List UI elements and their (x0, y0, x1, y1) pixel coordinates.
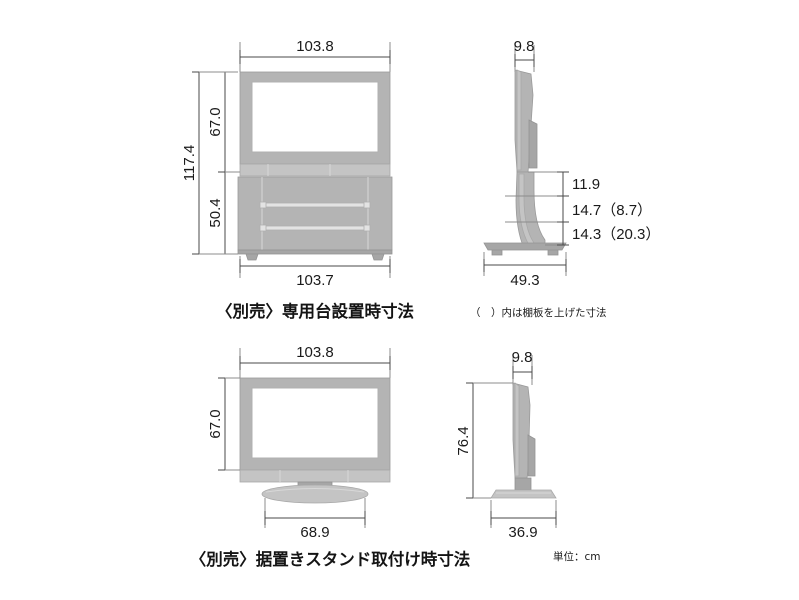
f4-total-height-label: 76.4 (455, 426, 472, 455)
f1-upper-height-dimension: 67.0 (207, 71, 232, 173)
f2-top-depth-dimension: 9.8 (514, 38, 535, 72)
f2-base-depth-dimension: 49.3 (483, 252, 567, 289)
tv-rear-bulge-2 (527, 434, 536, 477)
f4-base-depth-label: 36.9 (508, 524, 537, 541)
f3-top-width-label: 103.8 (296, 344, 334, 361)
f1-top-width-label: 103.8 (296, 38, 334, 55)
f3-top-width-dimension: 103.8 (239, 344, 391, 378)
f1-lower-height-label: 50.4 (207, 198, 224, 227)
stand-base-front (261, 484, 369, 504)
tv-panel-side-edge (516, 69, 522, 171)
figure-cabinet-side: 9.8 (470, 38, 660, 319)
f1-caption: 〈別売〉専用台設置時寸法 (216, 301, 414, 321)
tv-screen-front-2 (251, 387, 379, 459)
f1-bottom-width-label: 103.7 (296, 272, 334, 289)
cabinet-shelf-upper (259, 201, 371, 209)
f1-bottom-width-dimension: 103.7 (239, 256, 391, 289)
figure-stand-side: 9.8 76.4 (455, 349, 557, 541)
tv-lower-strip-2 (239, 469, 391, 483)
f2-gap1-dimension: 11.9 (557, 171, 600, 197)
unit-label: 単位：cm (553, 550, 601, 563)
f3-panel-height-label: 67.0 (207, 409, 224, 438)
f1-upper-height-label: 67.0 (207, 107, 224, 136)
tv-screen-front (251, 81, 379, 153)
tv-panel-side-edge-2 (514, 382, 520, 477)
f2-gap3-label: 14.3（20.3） (572, 226, 660, 243)
f2-gap1-label: 11.9 (572, 176, 600, 193)
f2-base-depth-label: 49.3 (510, 272, 539, 289)
cabinet-feet (237, 249, 393, 261)
f1-top-width-dimension: 103.8 (239, 38, 391, 72)
f1-lower-height-dimension: 50.4 (207, 172, 232, 255)
f3-panel-height-dimension: 67.0 (207, 377, 240, 471)
tv-lower-strip (239, 163, 391, 177)
f3-caption: 〈別売〉据置きスタンド取付け時寸法 (190, 549, 471, 569)
figure-stand-front: 103.8 67.0 (190, 344, 471, 569)
f4-total-height-dimension: 76.4 (455, 382, 513, 499)
figure-cabinet-front: 103.8 (181, 38, 414, 321)
cabinet-box (237, 176, 393, 251)
f1-total-height-dimension: 117.4 (181, 71, 206, 255)
cabinet-shelf-lower (259, 224, 371, 232)
f3-base-width-label: 68.9 (300, 524, 329, 541)
f2-gap2-label: 14.7（8.7） (572, 202, 652, 219)
f4-top-depth-dimension: 9.8 (512, 349, 533, 385)
f4-base-depth-dimension: 36.9 (490, 500, 557, 541)
f2-note: （ ）内は棚板を上げた寸法 (470, 306, 607, 319)
f2-gap3-dimension: 14.3（20.3） (557, 222, 660, 246)
f1-total-height-label: 117.4 (181, 145, 198, 181)
f2-gap2-dimension: 14.7（8.7） (557, 196, 652, 223)
f4-top-depth-label: 9.8 (512, 349, 533, 366)
tv-rear-bulge (528, 119, 538, 169)
stand-base-side-2 (490, 489, 557, 499)
f2-top-depth-label: 9.8 (514, 38, 535, 55)
stand-neck-side (514, 477, 532, 491)
f3-base-width-dimension: 68.9 (264, 498, 366, 541)
